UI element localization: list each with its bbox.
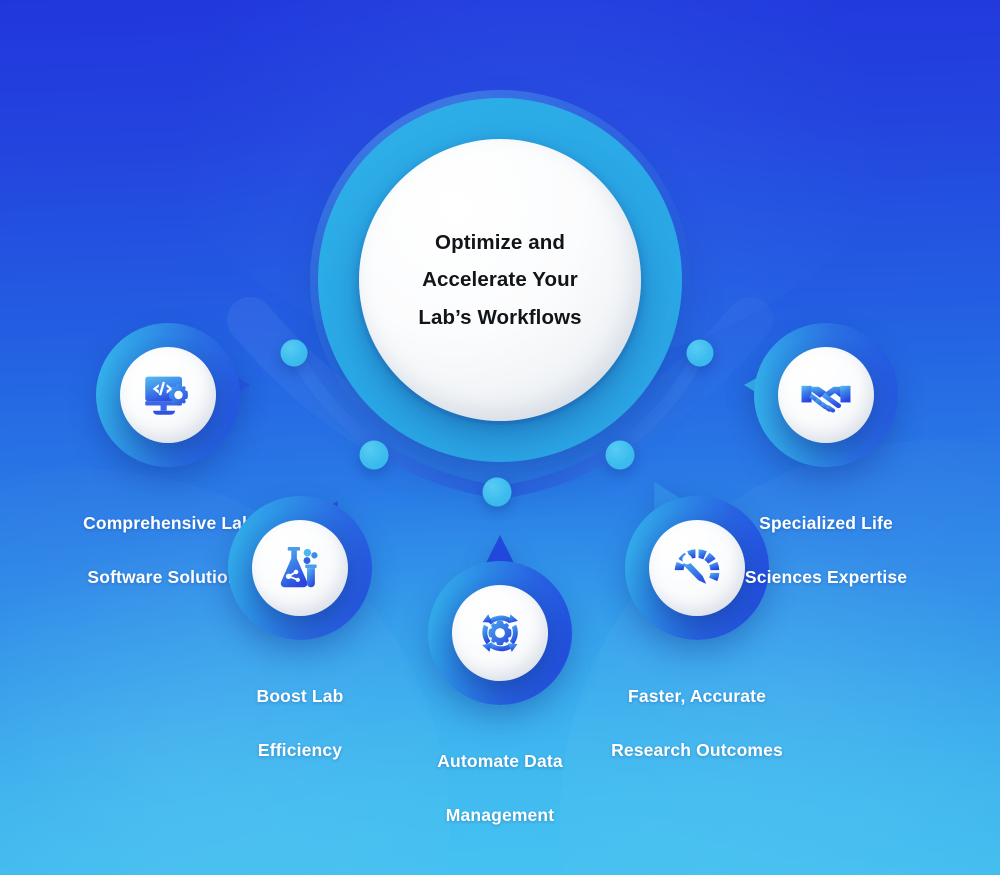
connector-dot-2 xyxy=(359,440,389,470)
node-label-line-2: Research Outcomes xyxy=(611,740,783,761)
node-label-line-2: Management xyxy=(445,805,555,826)
hub-title: Optimize and Accelerate Your Lab’s Workf… xyxy=(393,224,608,336)
node-label-line-1: Faster, Accurate xyxy=(628,686,766,707)
node-label: Boost Lab Efficiency xyxy=(140,656,460,792)
node-label: Automate Data Management xyxy=(340,721,660,857)
node-icon-disc xyxy=(252,520,348,616)
node-label-line-1: Boost Lab xyxy=(256,686,344,707)
node-icon-disc xyxy=(120,347,216,443)
gear-refresh-cycle-icon xyxy=(482,614,518,652)
node-label: Specialized Life Sciences Expertise xyxy=(658,483,994,619)
hub-white-disc xyxy=(359,139,641,421)
handshake-icon xyxy=(801,385,851,413)
node-label-line-1: Automate Data xyxy=(437,751,563,772)
node-label-line-2: Sciences Expertise xyxy=(744,567,908,588)
node-label: Comprehensive Lab Software Solutions xyxy=(0,483,336,619)
node-label-line-1: Specialized Life xyxy=(759,513,893,534)
connector-dot-1 xyxy=(280,339,308,367)
node-icon-disc xyxy=(649,520,745,616)
flask-test-tube-icon xyxy=(280,547,318,588)
code-monitor-gear-icon xyxy=(145,376,188,415)
node-icon-disc xyxy=(778,347,874,443)
node-label-line-2: Efficiency xyxy=(257,740,343,761)
hub-title-line-1: Optimize and xyxy=(435,231,565,255)
connector-dot-3 xyxy=(482,477,512,507)
connector-dot-5 xyxy=(686,339,714,367)
node-icon-disc xyxy=(452,585,548,681)
connector-dot-4 xyxy=(605,440,635,470)
speedometer-gauge-icon xyxy=(674,549,720,584)
hub-title-line-3: Lab’s Workflows xyxy=(418,305,582,329)
node-label: Faster, Accurate Research Outcomes xyxy=(529,656,865,792)
hub-title-line-2: Accelerate Your xyxy=(422,268,578,292)
